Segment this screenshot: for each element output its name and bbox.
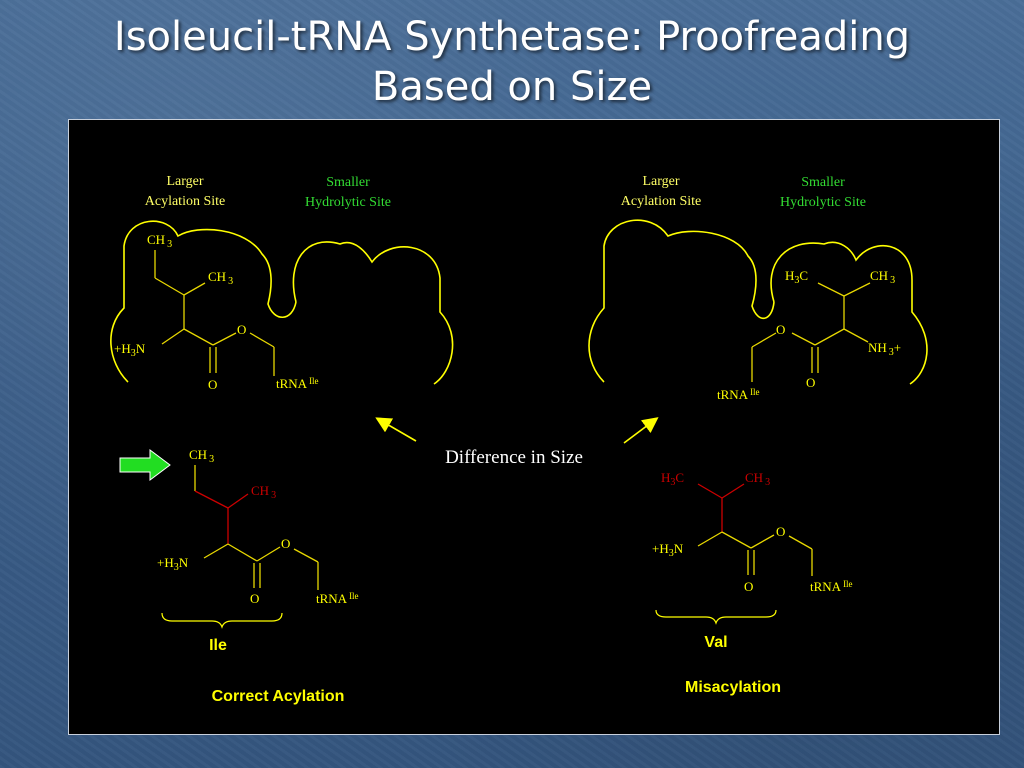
slide-title-line-1: Isoleucil-tRNA Synthetase: Proofreading	[113, 14, 911, 60]
left-ester-o: O	[237, 322, 246, 337]
left-larger-label-line1: Larger	[166, 174, 203, 189]
ile-amine: +H3N	[157, 555, 189, 573]
slide-title-line-2: Based on Size	[371, 64, 653, 110]
ile-ester-o: O	[281, 536, 290, 551]
val-carbonyl-o: O	[744, 579, 753, 594]
right-carbonyl-o: O	[806, 375, 815, 390]
difference-in-size-label: Difference in Size	[445, 447, 583, 468]
left-hydrolytic-site-outline	[292, 241, 454, 385]
left-smaller-label-line2: Hydrolytic Site	[305, 195, 391, 210]
right-smaller-label-line2: Hydrolytic Site	[780, 195, 866, 210]
left-carbonyl-o: O	[208, 377, 217, 392]
left-enzyme-panel: Larger Acylation Site Smaller Hydrolytic…	[110, 174, 454, 392]
ile-carbonyl-o: O	[250, 591, 259, 606]
right-ester-o: O	[776, 322, 785, 337]
arrow-to-left-panel	[375, 417, 417, 442]
diagram-panel	[68, 119, 1000, 735]
val-bonds	[697, 483, 813, 576]
val-amine: +H3N	[652, 541, 684, 559]
correct-acylation-caption: Correct Acylation	[212, 688, 345, 705]
green-arrow-icon	[119, 449, 171, 481]
ile-brace	[161, 612, 283, 629]
difference-in-size-group: Difference in Size	[375, 417, 659, 468]
val-brace	[655, 609, 777, 625]
right-larger-label-line1: Larger	[642, 174, 679, 189]
left-larger-label-line2: Acylation Site	[145, 194, 226, 209]
arrow-to-right-panel	[623, 417, 659, 444]
left-acylation-site-outline	[110, 220, 297, 383]
right-acylation-site-outline	[588, 219, 775, 383]
right-hydrolytic-site-outline	[770, 241, 928, 385]
left-amine: +H3N	[114, 341, 146, 359]
ile-name: Ile	[209, 637, 227, 654]
val-ester-o: O	[776, 524, 785, 539]
ile-bonds	[194, 465, 319, 590]
misacylation-caption: Misacylation	[685, 679, 781, 696]
left-smaller-label-line1: Smaller	[326, 175, 370, 190]
val-name: Val	[704, 634, 727, 651]
left-ile-bonds	[154, 250, 275, 376]
right-h3c: H3C	[785, 268, 808, 286]
slide-title: Isoleucil-tRNA Synthetase: Proofreading …	[0, 12, 1024, 112]
right-larger-label-line2: Acylation Site	[621, 194, 702, 209]
val-h3c: H3C	[661, 470, 684, 488]
right-smaller-label-line1: Smaller	[801, 175, 845, 190]
right-enzyme-panel: Larger Acylation Site Smaller Hydrolytic…	[588, 174, 928, 402]
right-ile-bonds	[751, 282, 871, 382]
